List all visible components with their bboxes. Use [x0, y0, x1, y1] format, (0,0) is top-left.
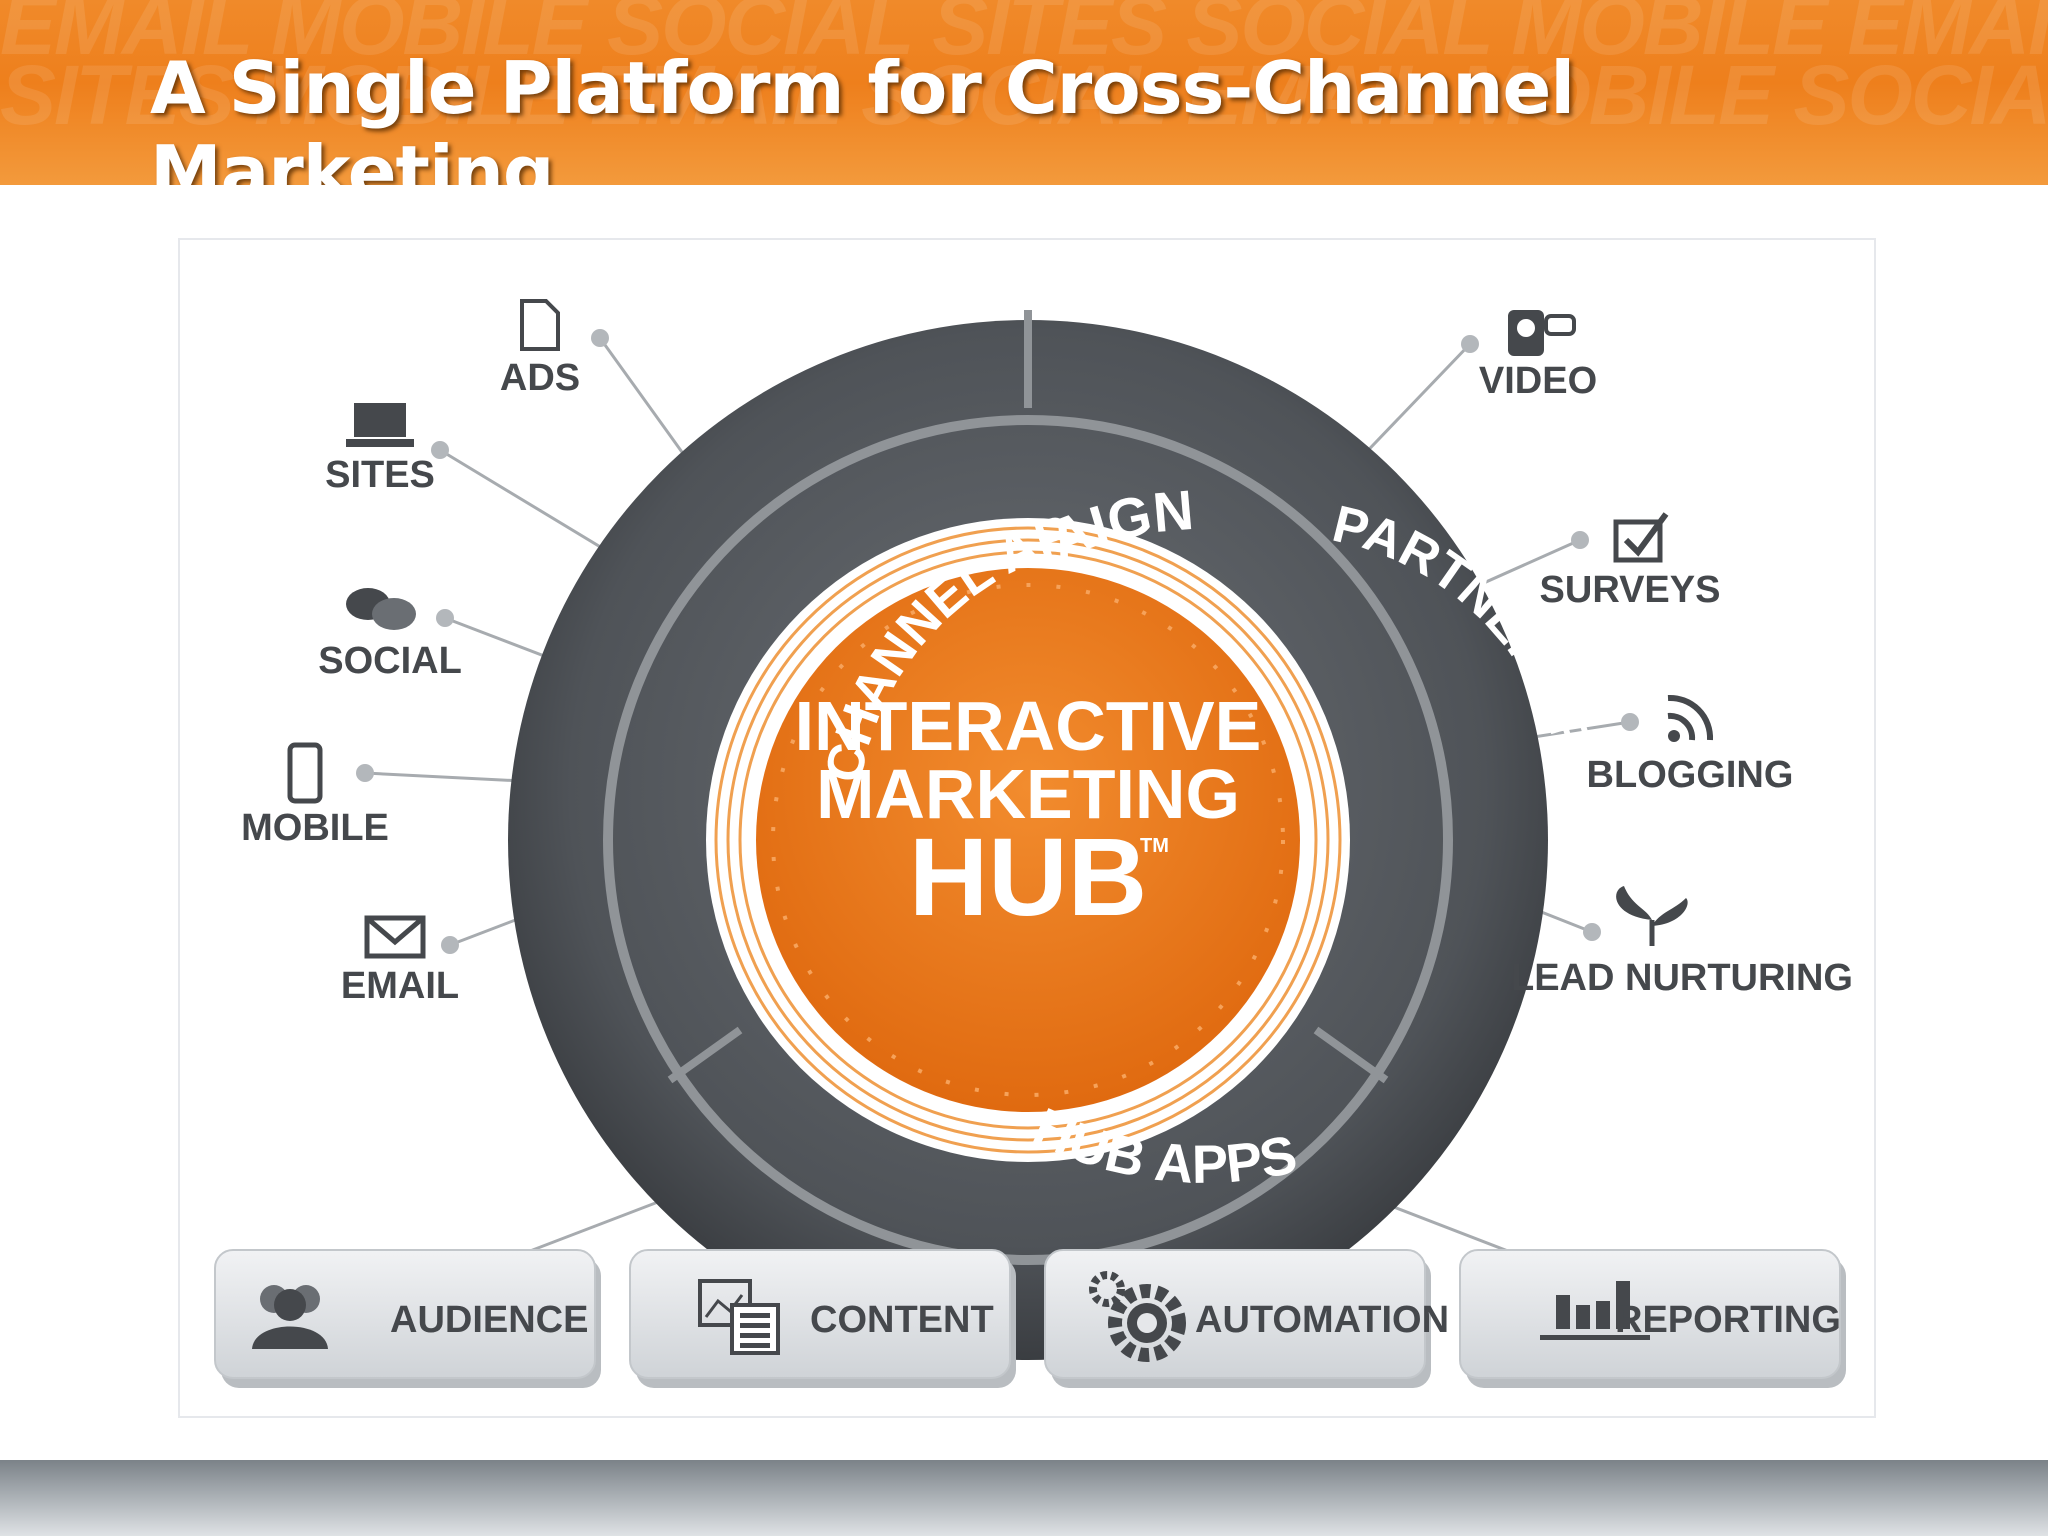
- partner-apps-list: VIDEO SURVEYS BLOGGING LEAD NURTURING: [1479, 310, 1853, 999]
- hub-app-card: [1459, 1249, 1841, 1379]
- channel-item-social: SOCIAL: [318, 588, 462, 682]
- document-icon: [520, 299, 560, 351]
- hub-halo-line: [726, 538, 1330, 1142]
- ring-divider: [1313, 1026, 1389, 1084]
- channel-item-label: ADS: [500, 357, 580, 399]
- channel-item-label: EMAIL: [341, 965, 459, 1007]
- hub-app-card: [1044, 1249, 1426, 1379]
- connector-dot: [431, 441, 449, 459]
- bar-chart-icon: [1540, 1281, 1650, 1340]
- envelope-icon: [364, 915, 426, 959]
- banner-watermark-line: EMAIL MOBILE SOCIAL SITES SOCIAL MOBILE …: [0, 0, 2048, 72]
- hub-core: [756, 568, 1300, 1112]
- slide-title: A Single Platform for Cross-Channel Mark…: [150, 46, 1575, 185]
- diagram-frame: CAMPAIGN CHANNEL APPS PARTNER APPS HUB A…: [178, 238, 1876, 1418]
- hub-halo-line: [714, 526, 1342, 1154]
- checkbox-icon: [1613, 512, 1669, 563]
- hub-title-line3: HUB: [909, 816, 1147, 939]
- channel-item-label: SOCIAL: [318, 640, 462, 682]
- rss-icon: [1667, 694, 1714, 742]
- sprout-icon: [1616, 886, 1688, 946]
- hub-app-label: AUTOMATION: [1195, 1299, 1449, 1341]
- channel-item-label: SITES: [325, 454, 435, 496]
- banner-watermark-line: SITES MOBILE EMAIL SOCIAL EMAIL MOBILE S…: [0, 48, 2048, 142]
- gears-icon: [1089, 1271, 1186, 1362]
- speech-bubbles-icon: [346, 588, 416, 630]
- video-camera-icon: [1508, 310, 1576, 356]
- channel-item-ads: ADS: [500, 299, 580, 399]
- partner-item-label: BLOGGING: [1587, 754, 1794, 796]
- laptop-icon: [346, 403, 414, 447]
- hub-app-audience[interactable]: AUDIENCE: [214, 1249, 601, 1388]
- channel-item-email: EMAIL: [341, 915, 459, 1007]
- channel-apps-list: ADS SITES SOCIAL MOBILE EMAIL: [241, 299, 580, 1007]
- hub-app-automation[interactable]: AUTOMATION: [1044, 1249, 1449, 1388]
- hub-app-reporting[interactable]: REPORTING: [1459, 1249, 1846, 1388]
- channel-item-label: MOBILE: [241, 807, 389, 849]
- inner-ring: [603, 415, 1453, 1265]
- connector-dot: [1461, 335, 1479, 353]
- title-banner: EMAIL MOBILE SOCIAL SITES SOCIAL MOBILE …: [0, 0, 2048, 185]
- hub-diagram: CAMPAIGN CHANNEL APPS PARTNER APPS HUB A…: [180, 240, 1853, 1388]
- partner-item-video: VIDEO: [1479, 310, 1597, 402]
- partner-item-surveys: SURVEYS: [1540, 512, 1721, 611]
- connector-dot: [1583, 923, 1601, 941]
- ring-divider: [667, 1026, 743, 1084]
- hub-halo-line: [738, 550, 1318, 1130]
- hub-app-label: AUDIENCE: [390, 1299, 588, 1341]
- hub-title-line2: MARKETING: [816, 755, 1240, 833]
- partner-item-label: LEAD NURTURING: [1511, 957, 1853, 999]
- hub-app-label: REPORTING: [1615, 1299, 1841, 1341]
- connector-dot: [441, 936, 459, 954]
- partner-item-blogging: BLOGGING: [1587, 694, 1794, 796]
- banner-watermark: EMAIL MOBILE SOCIAL SITES SOCIAL MOBILE …: [0, 0, 2048, 185]
- hub-tick-ring: [771, 583, 1285, 1097]
- connector-dot: [1621, 713, 1639, 731]
- partner-item-label: VIDEO: [1479, 360, 1597, 402]
- documents-icon: [698, 1279, 780, 1355]
- people-icon: [252, 1285, 328, 1349]
- connector-dot: [591, 329, 609, 347]
- partner-item-label: SURVEYS: [1540, 569, 1721, 611]
- hub-apps-list: AUDIENCE CONTENT AUTOMATION REPORTING: [214, 1249, 1846, 1388]
- hub-title-line1: INTERACTIVE: [795, 687, 1262, 765]
- hub-app-content[interactable]: CONTENT: [629, 1249, 1016, 1388]
- connector-dot: [356, 764, 374, 782]
- hub-trademark: TM: [1140, 835, 1169, 857]
- connector-dot: [1571, 531, 1589, 549]
- partner-item-lead-nurturing: LEAD NURTURING: [1511, 886, 1853, 999]
- mobile-phone-icon: [287, 742, 323, 804]
- channel-item-mobile: MOBILE: [241, 742, 389, 849]
- hub-app-label: CONTENT: [810, 1299, 994, 1341]
- channel-item-sites: SITES: [325, 403, 435, 496]
- connector-dot: [436, 609, 454, 627]
- footer-bar: [0, 1460, 2048, 1536]
